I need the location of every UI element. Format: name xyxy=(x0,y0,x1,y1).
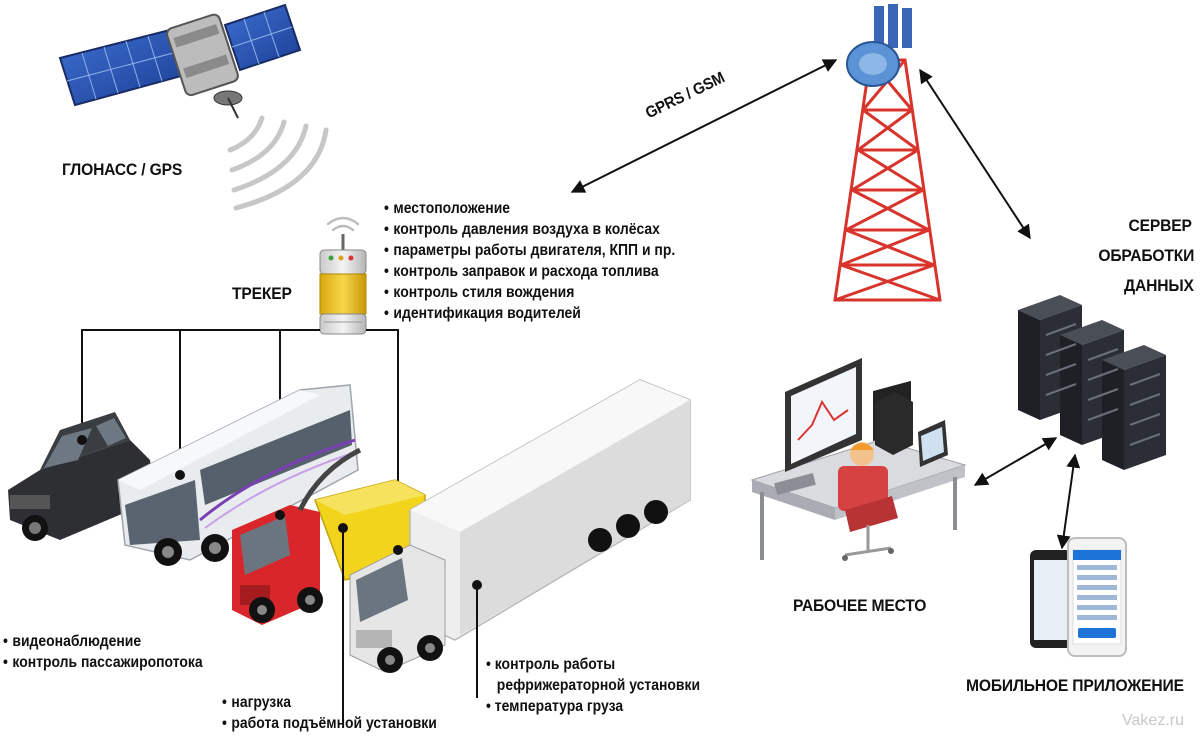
list-item: местоположение xyxy=(384,198,675,219)
list-item: работа подъёмной установки xyxy=(222,713,436,734)
tracker-label: ТРЕКЕР xyxy=(232,284,292,303)
server-label-line3: ДАННЫХ xyxy=(1124,276,1194,295)
list-item: • температура груза xyxy=(486,698,624,715)
server-workstation-arrow xyxy=(973,437,1058,486)
tower-server-arrow xyxy=(919,68,1031,240)
server-label-line1: СЕРВЕР xyxy=(1128,216,1192,235)
reefer-feature-list: • контроль работы рефрижераторной устано… xyxy=(486,654,700,717)
list-item: нагрузка xyxy=(222,692,437,713)
tracker-feature-list: местоположение контроль давления воздуха… xyxy=(384,198,675,324)
dump-truck-feature-list: нагрузка работа подъёмной установки xyxy=(222,692,437,734)
server-mobile-arrow xyxy=(1056,453,1081,550)
reefer-truck-icon xyxy=(349,379,691,673)
tower-antenna-icon xyxy=(846,4,912,87)
watermark: Vakez.ru xyxy=(1122,712,1184,729)
cell-tower-icon xyxy=(833,58,942,302)
list-item: параметры работы двигателя, КПП и пр. xyxy=(384,240,675,261)
tracker-device-icon xyxy=(319,216,367,335)
workstation-label: РАБОЧЕЕ МЕСТО xyxy=(793,596,927,615)
workstation-icon xyxy=(750,358,967,561)
mobile-phones-icon xyxy=(1030,537,1127,657)
satellite-icon xyxy=(58,3,302,119)
list-item: рефрижераторной установки xyxy=(496,677,701,694)
server-rack-icon xyxy=(1018,295,1166,470)
server-label-line2: ОБРАБОТКИ xyxy=(1098,246,1194,265)
bus-icon xyxy=(117,384,359,566)
list-item: контроль стиля вождения xyxy=(384,282,675,303)
list-item: • контроль работы xyxy=(486,656,616,673)
list-item: контроль давления воздуха в колёсах xyxy=(384,219,675,240)
signal-waves-icon xyxy=(227,115,329,211)
list-item: видеонаблюдение xyxy=(3,631,203,652)
list-item: идентификация водителей xyxy=(384,303,675,324)
bus-feature-list: видеонаблюдение контроль пассажиропотока xyxy=(3,631,203,673)
mobile-app-label: МОБИЛЬНОЕ ПРИЛОЖЕНИЕ xyxy=(966,676,1184,695)
glonass-label: ГЛОНАСС / GPS xyxy=(62,160,183,179)
list-item: контроль пассажиропотока xyxy=(3,652,203,673)
gprs-link-arrow xyxy=(570,59,838,193)
list-item: контроль заправок и расхода топлива xyxy=(384,261,675,282)
